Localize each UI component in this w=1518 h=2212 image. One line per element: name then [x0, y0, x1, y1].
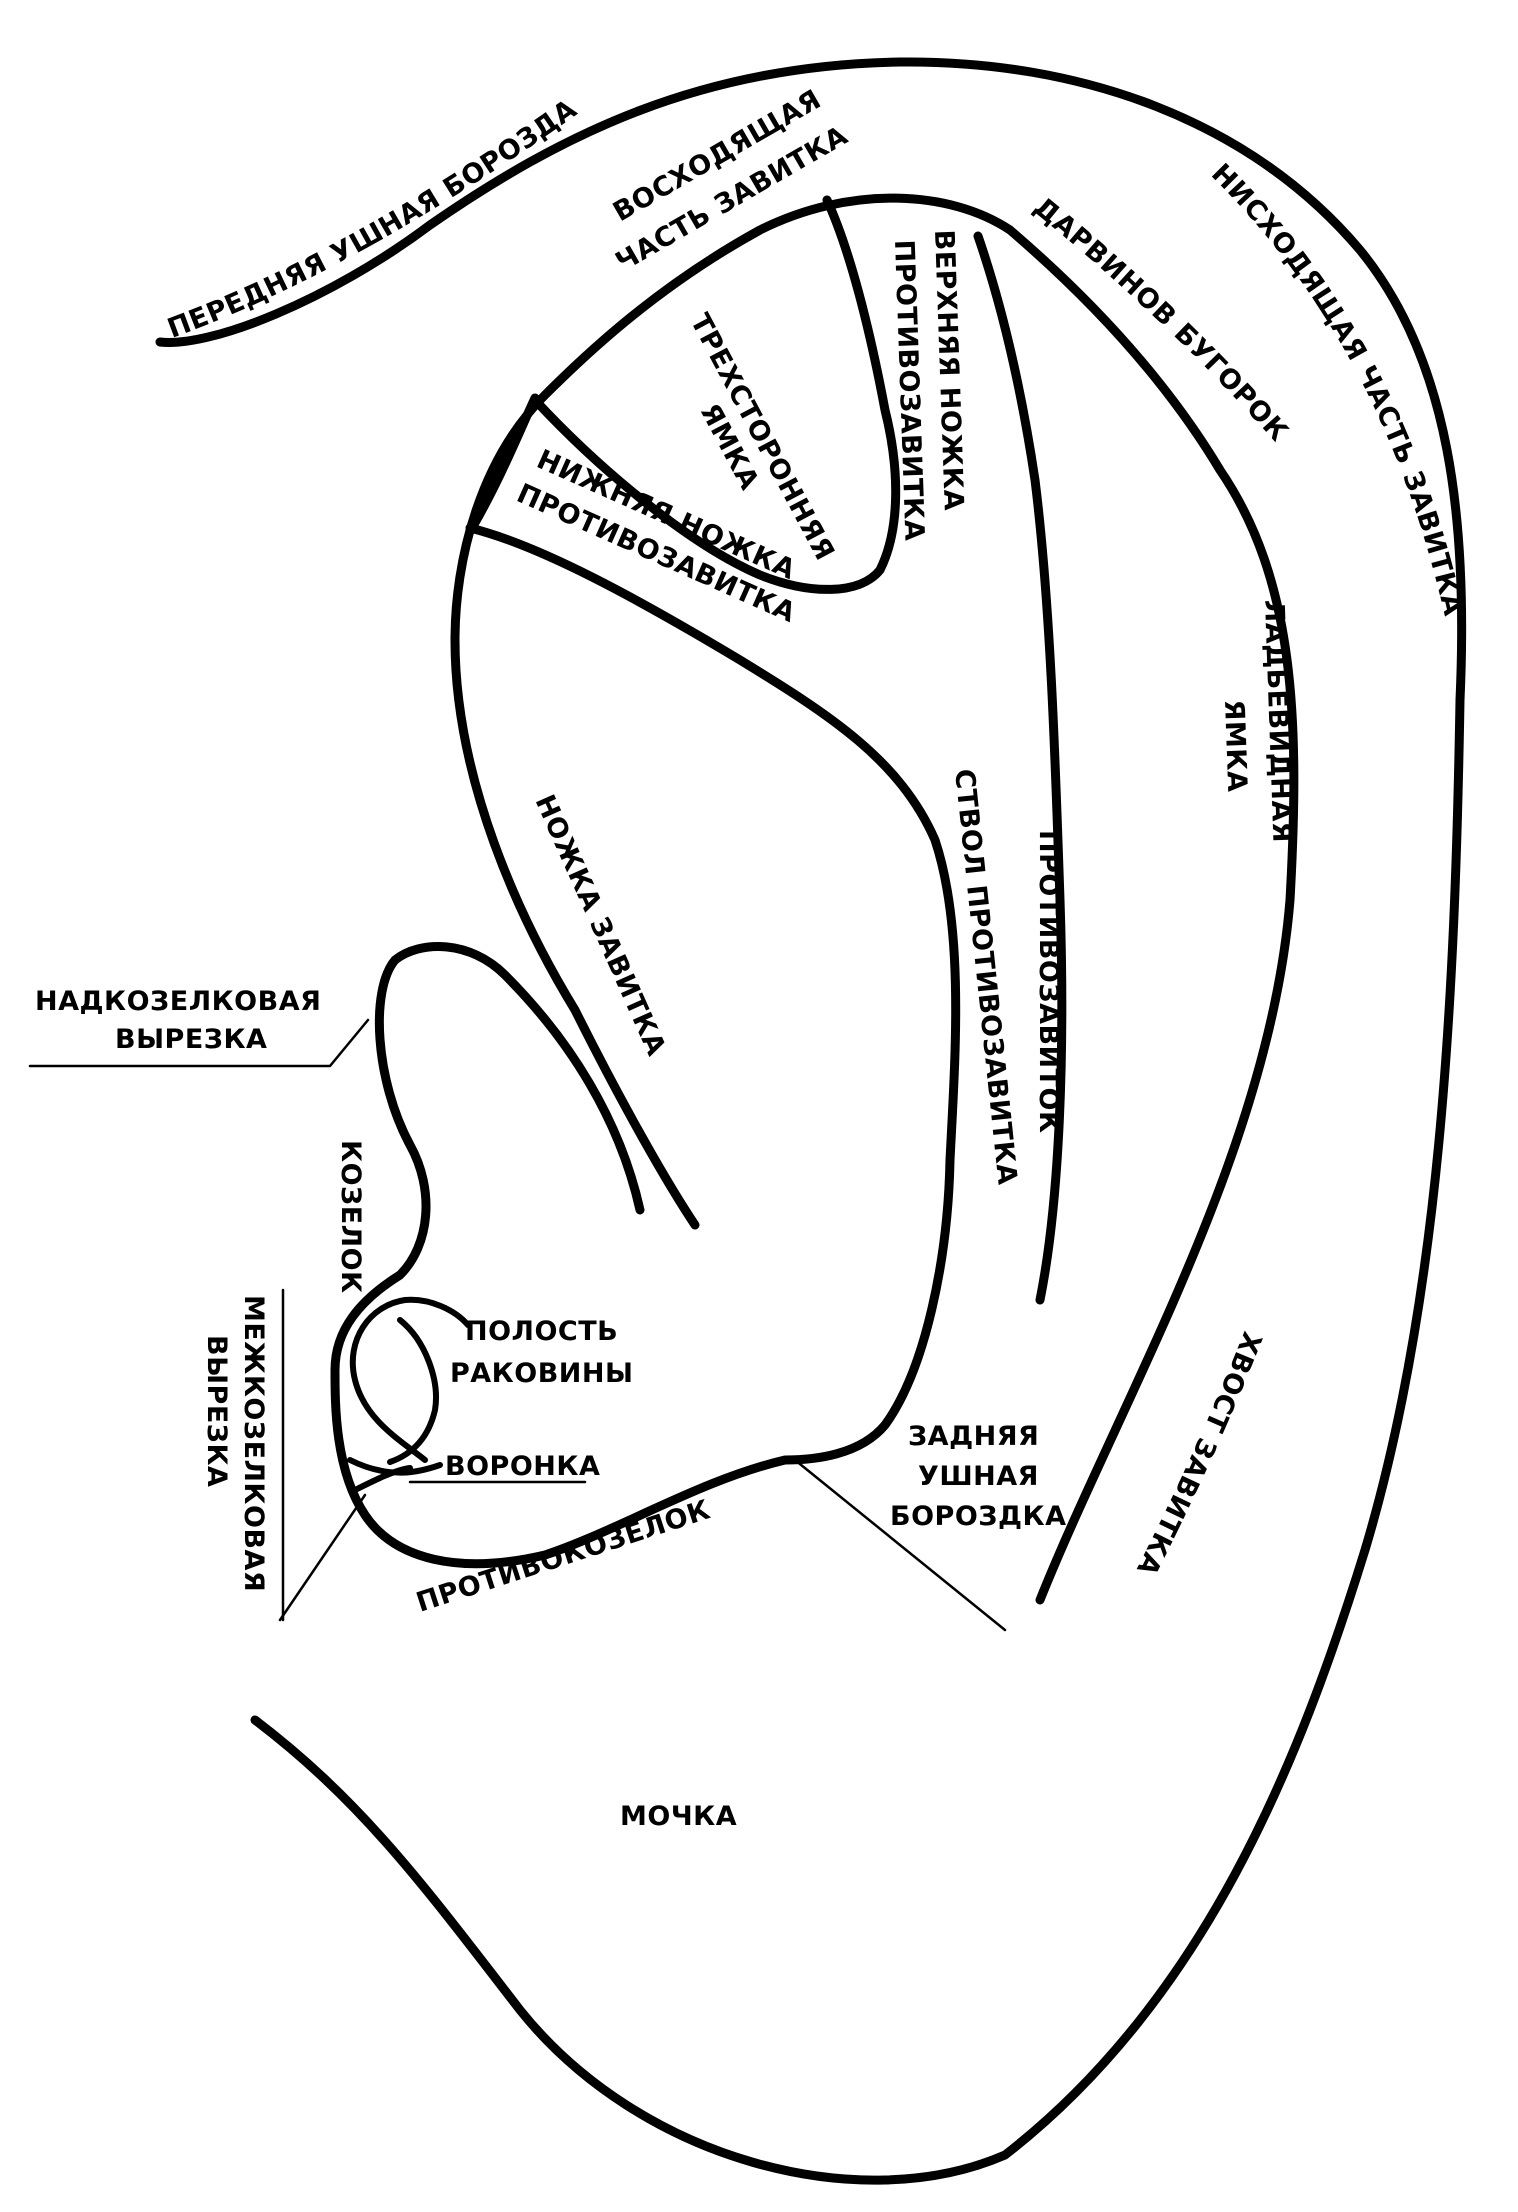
antihelix-line [973, 231, 1067, 1305]
intertragic-leader [278, 1493, 367, 1622]
label-lobule: МОЧКА [620, 1801, 737, 1832]
label-posterior-groove-1: ЗАДНЯЯ [908, 1421, 1039, 1452]
label-tragus: КОЗЕЛОК [335, 1140, 366, 1294]
label-intertragic-notch-2: ВЫРЕЗКА [201, 1335, 232, 1487]
tragus-line [330, 942, 645, 1375]
label-intertragic-notch-1: МЕЖКОЗЕЛКОВАЯ [238, 1295, 269, 1592]
label-scaphoid-fossa-2: ЯМКА [1218, 699, 1252, 793]
superior-crus-line [530, 195, 901, 594]
supratragic-leader [28, 1018, 370, 1068]
label-supratragic-notch-1: НАДКОЗЕЛКОВАЯ [35, 986, 321, 1017]
label-concha-cavity-1: ПОЛОСТЬ [465, 1316, 618, 1347]
label-antihelix: ПРОТИВОЗАВИТОК [1033, 830, 1064, 1134]
anterior-groove-line [155, 57, 1467, 705]
label-concha-cavity-2: РАКОВИНЫ [450, 1358, 633, 1389]
helix-rim-line [250, 695, 1465, 2185]
concha-border-line [330, 523, 961, 1569]
concha-outer-arc [387, 1317, 439, 1465]
label-supratragic-notch-2: ВЫРЕЗКА [115, 1024, 267, 1055]
intertragic-arc [352, 1465, 413, 1493]
concha-inner-arc [349, 1296, 471, 1463]
label-antitragus: ПРОТИВОКОЗЕЛОК [413, 1494, 715, 1618]
label-superior-crus-1: ВЕРХНЯЯ НОЖКА [928, 229, 969, 511]
ear-contours [28, 57, 1467, 2185]
posterior-groove-leader [793, 1458, 1007, 1632]
label-posterior-groove-3: БОРОЗДКА [890, 1501, 1066, 1532]
label-helix-tail: ХВОСТ ЗАВИТКА [1130, 1327, 1267, 1580]
helix-inner-line [450, 193, 1299, 1605]
label-funnel: ВОРОНКА [445, 1451, 600, 1482]
ear-labels: ПЕРЕДНЯЯ УШНАЯ БОРОЗДА ВОСХОДЯЩАЯ ЧАСТЬ … [35, 84, 1468, 1832]
label-anterior-groove: ПЕРЕДНЯЯ УШНАЯ БОРОЗДА [163, 94, 582, 345]
inferior-crus-line [467, 393, 540, 533]
label-scaphoid-fossa-1: ЛАДЬЕВИДНАЯ [1258, 599, 1297, 843]
label-posterior-groove-2: УШНАЯ [918, 1461, 1039, 1492]
